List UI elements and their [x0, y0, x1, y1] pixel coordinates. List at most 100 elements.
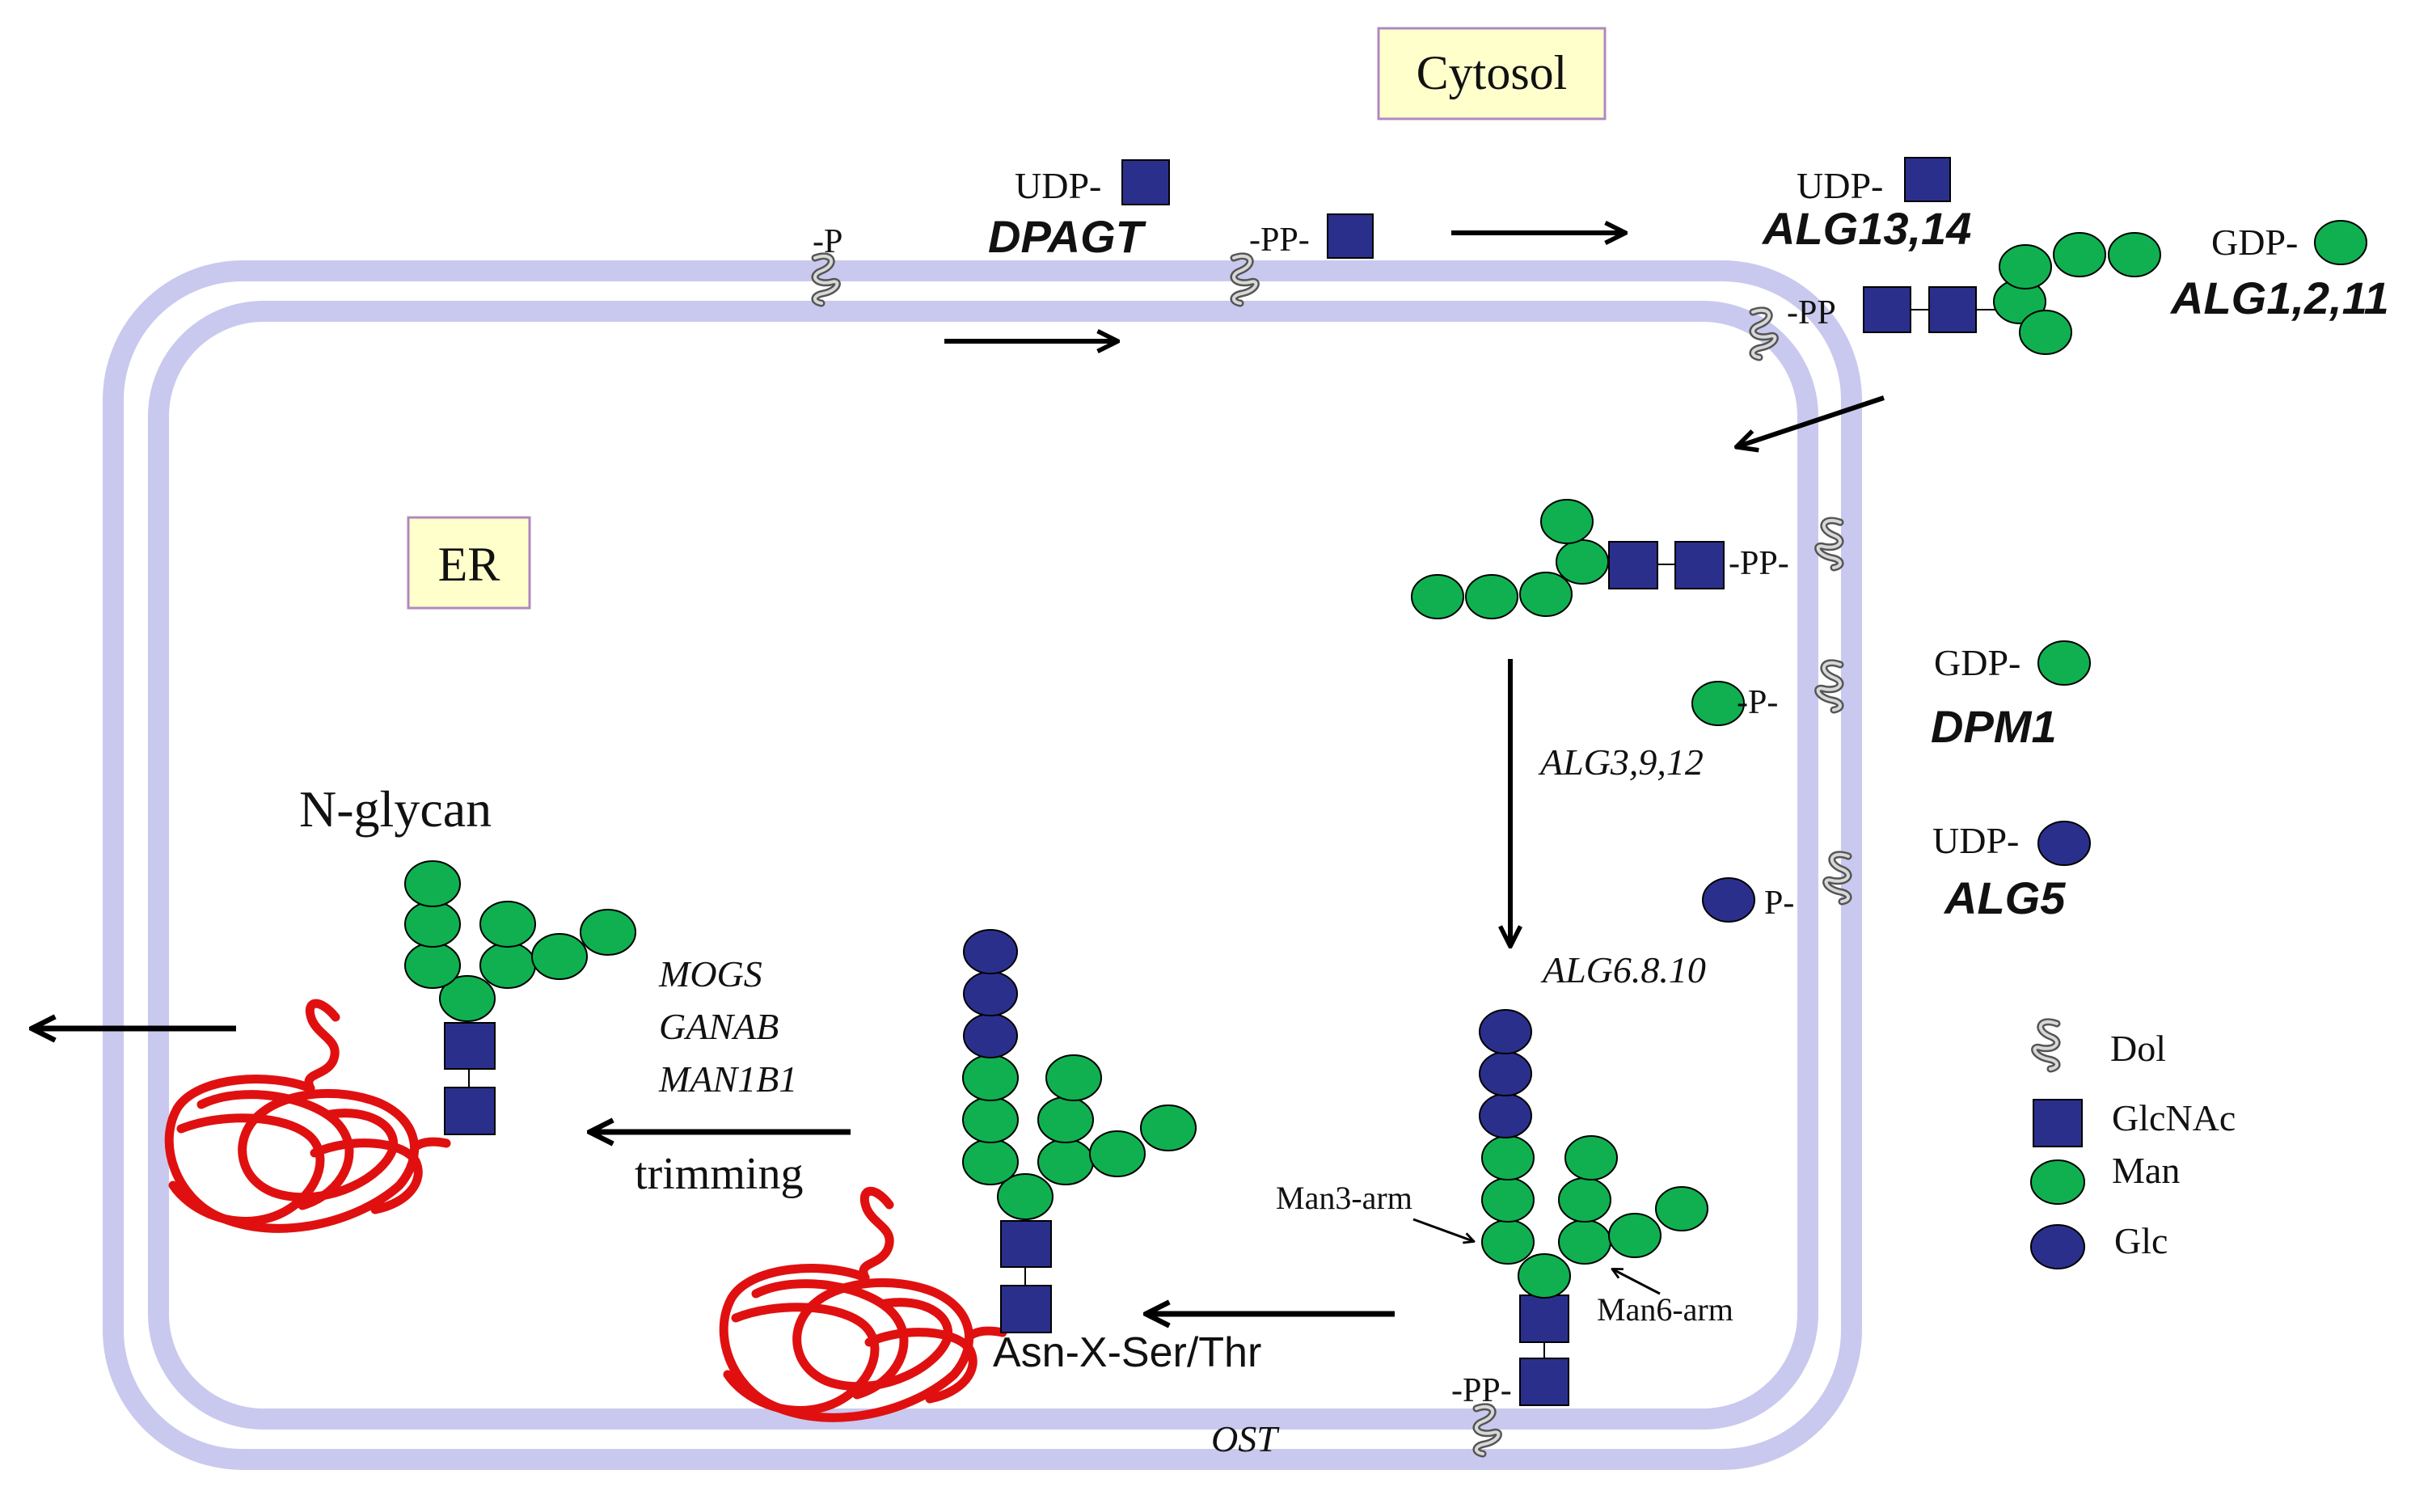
man-sugar [1089, 1130, 1146, 1177]
man3-arm-label: Man3-arm [1276, 1180, 1412, 1216]
glcnac-sugar [1928, 286, 1977, 333]
glycoprotein-full [719, 929, 1197, 1422]
man-sugar [1655, 1186, 1708, 1231]
man-sugar [404, 942, 461, 989]
glcnac-sugar [1674, 541, 1725, 589]
enzyme-ganab: GANAB [659, 1006, 779, 1047]
man-sugar [1540, 499, 1594, 544]
legend-glc-icon [2030, 1224, 2085, 1269]
man-sugar [404, 860, 461, 907]
man-sugar [1037, 1138, 1094, 1185]
gdp-label-1: GDP- [2211, 222, 2298, 263]
udp-label-2: UDP- [1797, 165, 1883, 206]
enzyme-ost: OST [1211, 1418, 1280, 1459]
p-linker-man: -P- [1737, 684, 1778, 721]
enzyme-alg6-8-10: ALG6.8.10 [1540, 949, 1706, 990]
glcnac-sugar [1519, 1294, 1569, 1343]
man-sugar [1140, 1104, 1197, 1151]
glc-sugar [2037, 821, 2091, 866]
enzyme-alg13-14: ALG13,14 [1761, 203, 1971, 254]
gdp-man-donor-top: GDP- [2211, 220, 2367, 265]
enzyme-alg3-9-12: ALG3,9,12 [1538, 741, 1704, 783]
man-sugar [1481, 1135, 1535, 1180]
pp-linker-3: -PP- [1729, 545, 1789, 582]
dol-pp-glc3man9glcnac2: -PP- [1451, 1009, 1708, 1454]
dol-pp-man5-lumen: -PP- [1411, 499, 1840, 619]
udp-label-1: UDP- [1015, 165, 1101, 206]
enzyme-dpagt: DPAGT [988, 211, 1147, 262]
enzyme-alg1-2-11: ALG1,2,11 [2169, 272, 2389, 323]
man-sugar [997, 1173, 1053, 1220]
man-sugar [962, 1054, 1019, 1101]
dol-p-man: -P- [1691, 663, 1840, 726]
legend-glcnac-icon [2033, 1099, 2083, 1147]
man-sugar [1481, 1177, 1535, 1223]
legend-man: Man [2112, 1150, 2180, 1191]
man-sugar [2019, 310, 2072, 355]
pp-linker-2: -PP [1787, 294, 1836, 332]
man-sugar [1518, 1253, 1571, 1299]
enzyme-dpm1: DPM1 [1931, 701, 2057, 752]
man3-arm-pointer [1412, 1218, 1473, 1241]
enzyme-man1b1: MAN1B1 [658, 1058, 797, 1100]
man-sugar [1608, 1213, 1662, 1258]
dol-p-glc: P- [1702, 855, 1848, 923]
man-sugar [2037, 640, 2091, 686]
man-sugar [1411, 574, 1464, 619]
man-sugar [1691, 681, 1745, 726]
man-sugar [2108, 232, 2161, 277]
glcnac-sugar [1121, 159, 1170, 205]
man-sugar [2314, 220, 2367, 265]
glcnac-sugar [1904, 157, 1951, 202]
legend-glc: Glc [2114, 1220, 2168, 1261]
man-sugar [1558, 1219, 1611, 1265]
pp-linker-4: -PP- [1451, 1372, 1512, 1409]
glcnac-sugar [1000, 1220, 1052, 1268]
man-sugar [962, 1138, 1019, 1185]
glcnac-sugar [444, 1087, 496, 1135]
glcnac-sugar [1863, 286, 1911, 333]
dol-pp-glcnac: -PP- [1234, 213, 1374, 303]
man-sugar [962, 1096, 1019, 1143]
cytosol-label-text: Cytosol [1417, 46, 1568, 99]
glcnac-sugar [444, 1022, 496, 1070]
udp-glc-donor: UDP- [1932, 820, 2091, 866]
glcnac-sugar [1519, 1358, 1569, 1406]
enzyme-alg5: ALG5 [1943, 872, 2066, 923]
trimming-label: trimming [635, 1149, 803, 1199]
man-sugar [479, 942, 536, 989]
udp-glcnac-donor-top: UDP- [1015, 159, 1170, 206]
udp-glcnac-donor-2: UDP- [1797, 157, 1951, 206]
er-label: ER [407, 516, 531, 610]
glycoprotein-trimmed [164, 860, 636, 1233]
glc-sugar [1479, 1093, 1532, 1138]
man-sugar [1045, 1054, 1102, 1101]
n-glycan-label: N-glycan [299, 780, 492, 838]
man-sugar [1465, 574, 1518, 619]
glc-sugar [1479, 1009, 1532, 1054]
protein-chain [164, 999, 451, 1233]
dol-p-linker: -P [813, 223, 842, 260]
man-sugar [479, 901, 536, 948]
dol-p-start: -P [813, 223, 842, 303]
er-membrane [103, 260, 1862, 1470]
er-membrane-outer [103, 260, 1862, 1470]
man6-arm-label: Man6-arm [1597, 1291, 1733, 1328]
p-linker-glc: P- [1764, 885, 1794, 922]
er-label-text: ER [438, 538, 500, 591]
cytosol-label: Cytosol [1377, 27, 1607, 120]
man-sugar [531, 933, 588, 980]
glcnac-sugar [1327, 213, 1374, 259]
legend-dol: Dol [2110, 1028, 2166, 1069]
er-membrane-inner [148, 301, 1818, 1430]
enzyme-mogs: MOGS [658, 953, 762, 995]
glc-sugar [963, 1013, 1018, 1058]
glc-sugar [963, 971, 1018, 1016]
man-sugar [404, 901, 461, 948]
man-sugar [580, 909, 636, 956]
man-sugar [1556, 539, 1609, 585]
man-sugar [1519, 572, 1573, 617]
dol-pp-man5-cytosol: -PP [1753, 232, 2161, 357]
man-sugar [439, 975, 496, 1022]
